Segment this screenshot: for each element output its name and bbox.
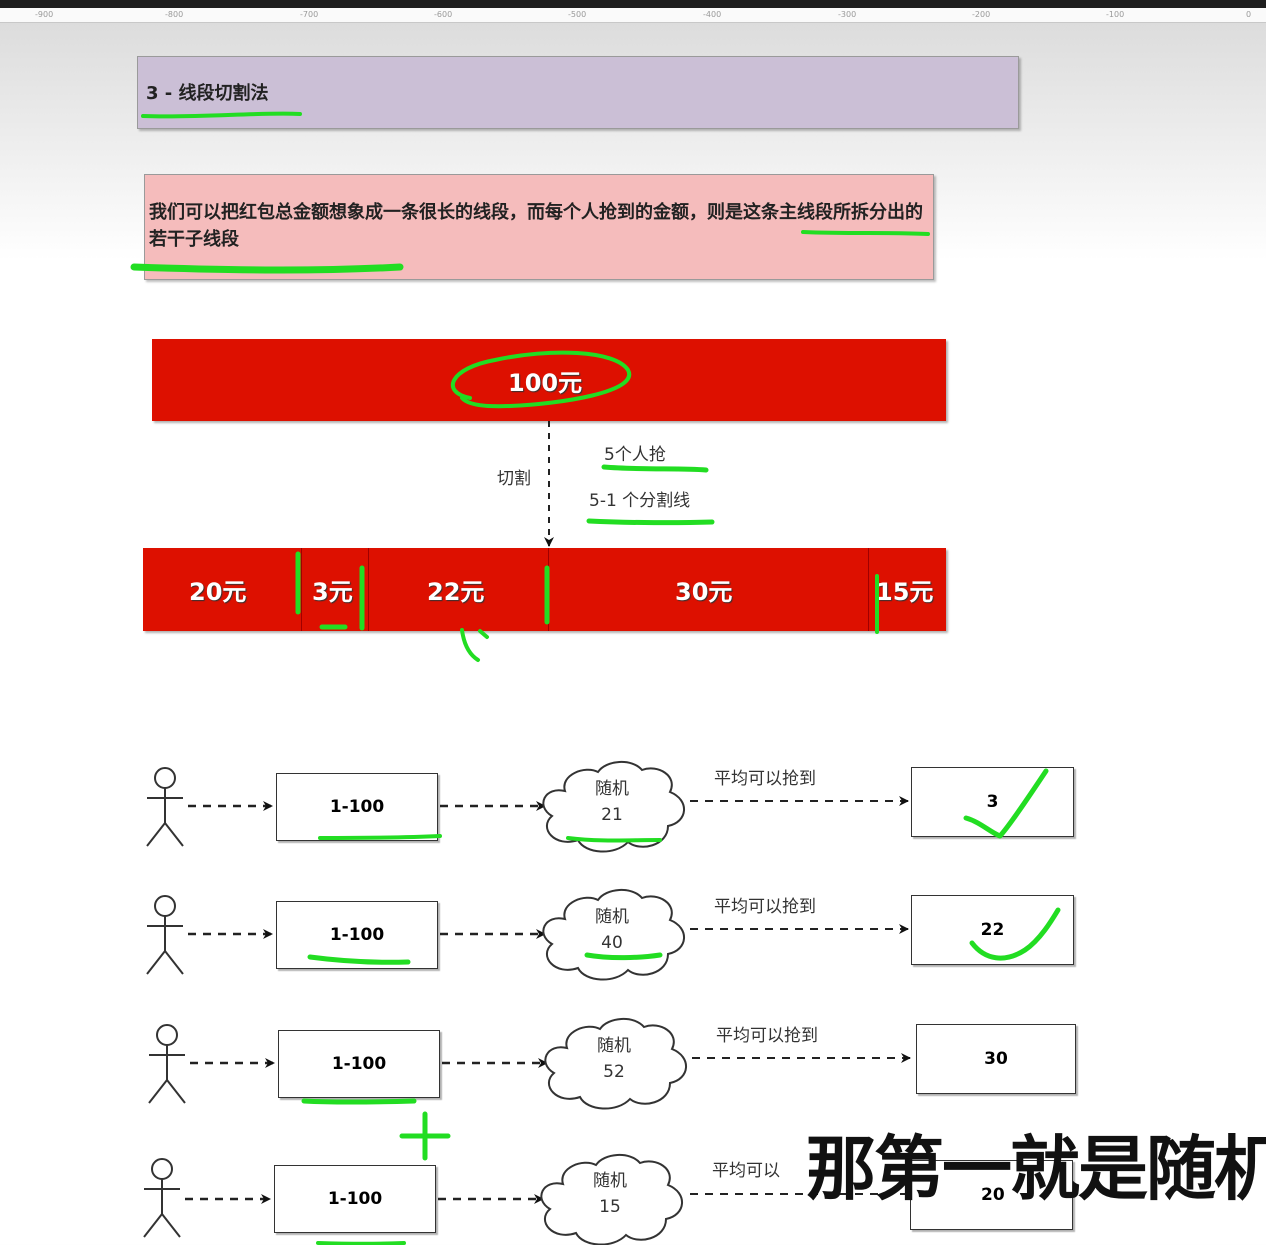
person-icon [146,767,184,847]
arrow-label: 平均可以 [712,1161,780,1181]
range-box[interactable]: 1-100 [278,1030,440,1098]
range-box[interactable]: 1-100 [276,773,438,841]
segment-divider [301,548,302,631]
cut-label: 切割 [497,469,531,489]
cloud-shape [540,1154,683,1245]
title-box[interactable]: 3 - 线段切割法 [137,56,1019,129]
segment-divider [368,548,369,631]
ruler-tick: -300 [838,10,857,19]
ruler-tick: -600 [434,10,453,19]
underline-mark [566,836,662,843]
segment-label: 22元 [427,578,485,606]
arrow-label: 平均可以抢到 [716,1026,818,1046]
arrow-label: 平均可以抢到 [714,769,816,789]
video-caption: 那第一就是随机 [806,1128,1266,1210]
result-box[interactable]: 30 [916,1024,1076,1094]
ruler-tick: -700 [300,10,319,19]
cloud-label: 随机 52 [584,1033,644,1085]
cloud-shape [544,1018,687,1110]
segment-label: 3元 [312,578,353,606]
description-box[interactable]: 我们可以把红包总金额想象成一条很长的线段，而每个人抢到的金额，则是这条主线段所拆… [144,174,934,280]
people-count-note: 5个人抢 [604,445,666,465]
check-mark-icon [963,768,1049,839]
split-mark [478,629,489,639]
cloud-title: 随机 [593,1171,627,1191]
underline-mark [141,111,302,119]
split-mark [460,628,480,662]
result-box[interactable]: 3 [911,767,1074,837]
description-text: 我们可以把红包总金额想象成一条很长的线段，而每个人抢到的金额，则是这条主线段所拆… [149,202,923,250]
plus-mark [399,1111,451,1161]
underline-mark [307,954,411,965]
underline-mark [801,230,930,236]
ruler-tick: -400 [703,10,722,19]
ruler-tick: -200 [972,10,991,19]
segment-label: 30元 [675,578,733,606]
underline-mark [601,464,709,473]
person-icon [146,895,184,975]
underline-mark [586,518,715,526]
ruler-tick: -500 [568,10,587,19]
person-icon [143,1158,181,1238]
window-top-bar [0,0,1266,8]
cloud-value: 52 [603,1062,625,1082]
circle-mark [450,350,632,409]
total-amount-label: 100元 [508,369,583,397]
underline-mark [130,263,404,274]
cloud-value: 21 [601,805,623,825]
person-icon [148,1024,186,1104]
ruler-tick: 0 [1246,10,1252,19]
range-box[interactable]: 1-100 [276,901,438,969]
check-mark-icon [969,907,1061,961]
underline-mark [316,1241,406,1245]
split-line-note: 5-1 个分割线 [589,491,691,511]
ruler-tick: -800 [165,10,184,19]
cloud-title: 随机 [597,1036,631,1056]
arrow-label: 平均可以抢到 [714,897,816,917]
cloud-value: 40 [601,933,623,953]
cloud-value: 15 [599,1197,621,1217]
underline-mark [584,952,663,961]
segment-label: 15元 [876,578,934,606]
underline-mark [318,834,442,840]
cloud-shape [542,761,685,853]
underline-mark [301,1098,417,1105]
title-text: 3 - 线段切割法 [146,83,269,104]
range-box[interactable]: 1-100 [274,1165,436,1233]
cloud-title: 随机 [595,779,629,799]
result-box[interactable]: 20 [910,1160,1073,1230]
ruler-tick: -900 [35,10,54,19]
cloud-label: 随机 15 [580,1168,640,1220]
ruler-tick: -100 [1106,10,1125,19]
cloud-label: 随机 40 [582,904,642,956]
segment-label: 20元 [189,578,247,606]
horizontal-ruler: -900 -800 -700 -600 -500 -400 -300 -200 … [0,8,1266,23]
segment-divider [868,548,869,631]
cloud-title: 随机 [595,907,629,927]
cloud-label: 随机 21 [582,776,642,828]
